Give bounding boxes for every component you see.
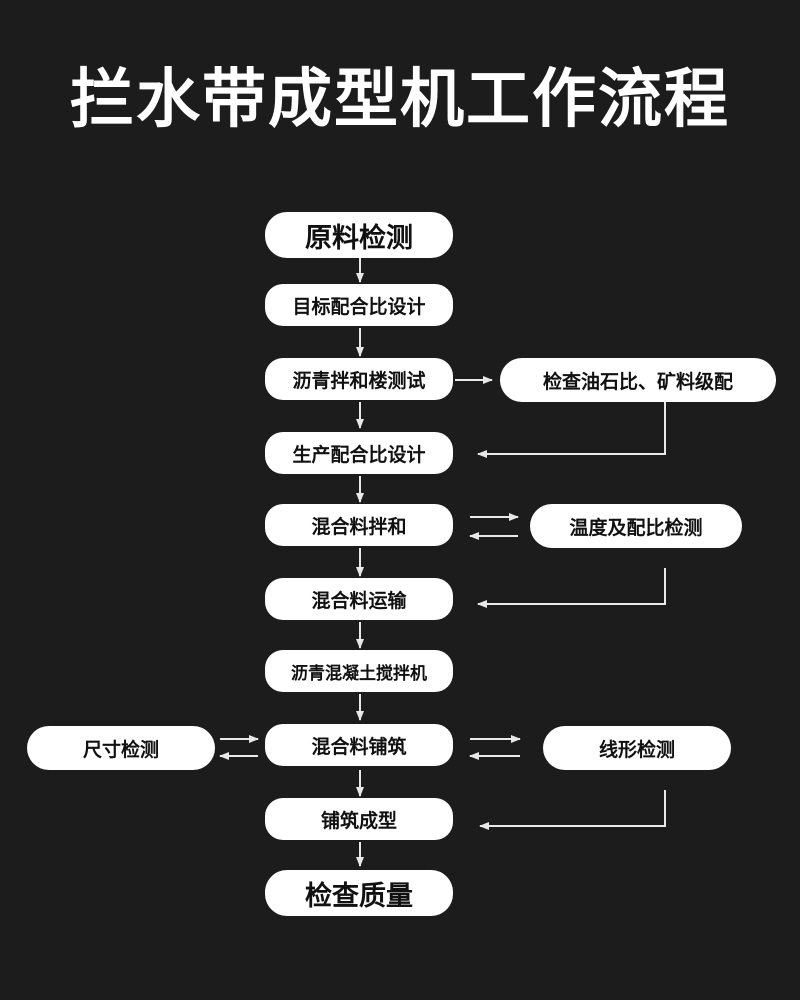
step-mixture-mixing: 混合料拌和 [265,504,453,546]
check-temperature-mix-ratio: 温度及配比检测 [530,504,742,548]
step-quality-inspection: 检查质量 [265,870,453,916]
page-title: 拦水带成型机工作流程 [70,63,730,137]
step-target-mix-design: 目标配合比设计 [265,284,453,326]
step-production-mix-design: 生产配合比设计 [265,432,453,474]
check-alignment: 线形检测 [543,726,731,770]
step-paving-forming: 铺筑成型 [265,798,453,840]
check-oil-stone-ratio-gradation: 检查油石比、矿料级配 [500,358,776,402]
step-asphalt-mixing-test: 沥青拌和楼测试 [265,358,453,400]
step-raw-material-testing: 原料检测 [265,212,453,258]
feedback-temp-to-transport [477,568,666,608]
feedback-check-to-production [477,402,666,458]
check-dimension: 尺寸检测 [27,726,215,770]
feedback-alignment-to-forming [479,790,666,830]
step-mixture-paving: 混合料铺筑 [265,724,453,766]
step-mixture-transport: 混合料运输 [265,578,453,620]
step-asphalt-concrete-mixer: 沥青混凝土搅拌机 [265,650,453,692]
